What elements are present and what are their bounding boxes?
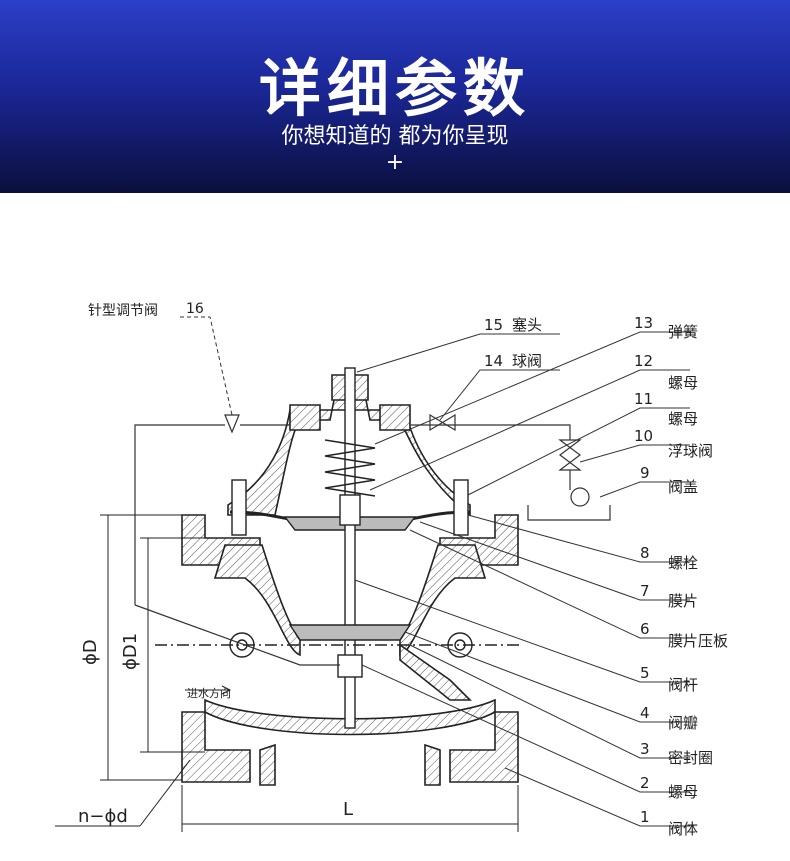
part-5-number: 5 [640, 664, 650, 682]
part-13-number: 13 [634, 314, 653, 332]
part-14-number: 14 [484, 352, 503, 370]
part-2-number: 2 [640, 774, 650, 792]
part-6-number: 6 [640, 620, 650, 638]
part-15-number: 15 [484, 316, 503, 334]
dimension-lines [55, 514, 519, 832]
part-4-label: 阀瓣 [668, 714, 698, 732]
needle-valve-number: 16 [186, 301, 204, 317]
page-title: 详细参数 [258, 52, 531, 125]
part-2-label: 螺母 [668, 783, 698, 801]
part-3-number: 3 [640, 740, 650, 758]
part-4-number: 4 [640, 704, 650, 722]
part-10-label: 浮球阀 [668, 442, 713, 460]
part-10-number: 10 [634, 427, 653, 445]
part-11-label: 螺母 [668, 410, 698, 428]
valve-diagram: ϕD ϕD1 L n−ϕd 进水方向 针型调节阀 16 15 塞头 14 球阀 … [55, 301, 728, 838]
valve-internals [155, 367, 520, 729]
needle-valve-label: 针型调节阀 [88, 303, 158, 319]
part-3-label: 密封圈 [668, 749, 713, 767]
dimension-L-label: L [343, 799, 353, 820]
part-5-label: 阀杆 [668, 676, 698, 694]
part-13-label: 弹簧 [668, 323, 698, 341]
part-11-number: 11 [634, 390, 653, 408]
control-piping [134, 413, 611, 666]
part-12-label: 螺母 [668, 374, 698, 392]
flow-direction-label: 进水方向 [187, 686, 231, 700]
part-1-label: 阀体 [668, 820, 698, 838]
part-14-label: 球阀 [512, 352, 542, 370]
dimension-labels: ϕD ϕD1 L n−ϕd 进水方向 [78, 633, 353, 827]
part-12-number: 12 [634, 352, 653, 370]
part-8-number: 8 [640, 544, 650, 562]
part-7-number: 7 [640, 582, 650, 600]
part-6-label: 膜片压板 [668, 632, 728, 650]
part-9-label: 阀盖 [668, 478, 698, 496]
plus-icon: + [385, 150, 405, 175]
part-8-label: 螺栓 [668, 554, 698, 572]
needle-valve-callout: 针型调节阀 16 [88, 301, 233, 416]
page-subtitle: 你想知道的 都为你呈现 [281, 124, 509, 149]
dimension-D1-label: ϕD1 [120, 633, 141, 670]
dimension-D-label: ϕD [80, 639, 101, 665]
part-15-label: 塞头 [512, 316, 542, 334]
part-9-number: 9 [640, 464, 650, 482]
dimension-nd-label: n−ϕd [78, 806, 128, 827]
part-1-number: 1 [640, 808, 650, 826]
part-callouts [354, 331, 690, 827]
part-7-label: 膜片 [668, 592, 698, 610]
header-banner: 详细参数 你想知道的 都为你呈现 + [0, 0, 790, 193]
part-labels: 15 塞头 14 球阀 13 弹簧 12 螺母 11 螺母 10 浮球阀 9 阀… [484, 314, 728, 838]
